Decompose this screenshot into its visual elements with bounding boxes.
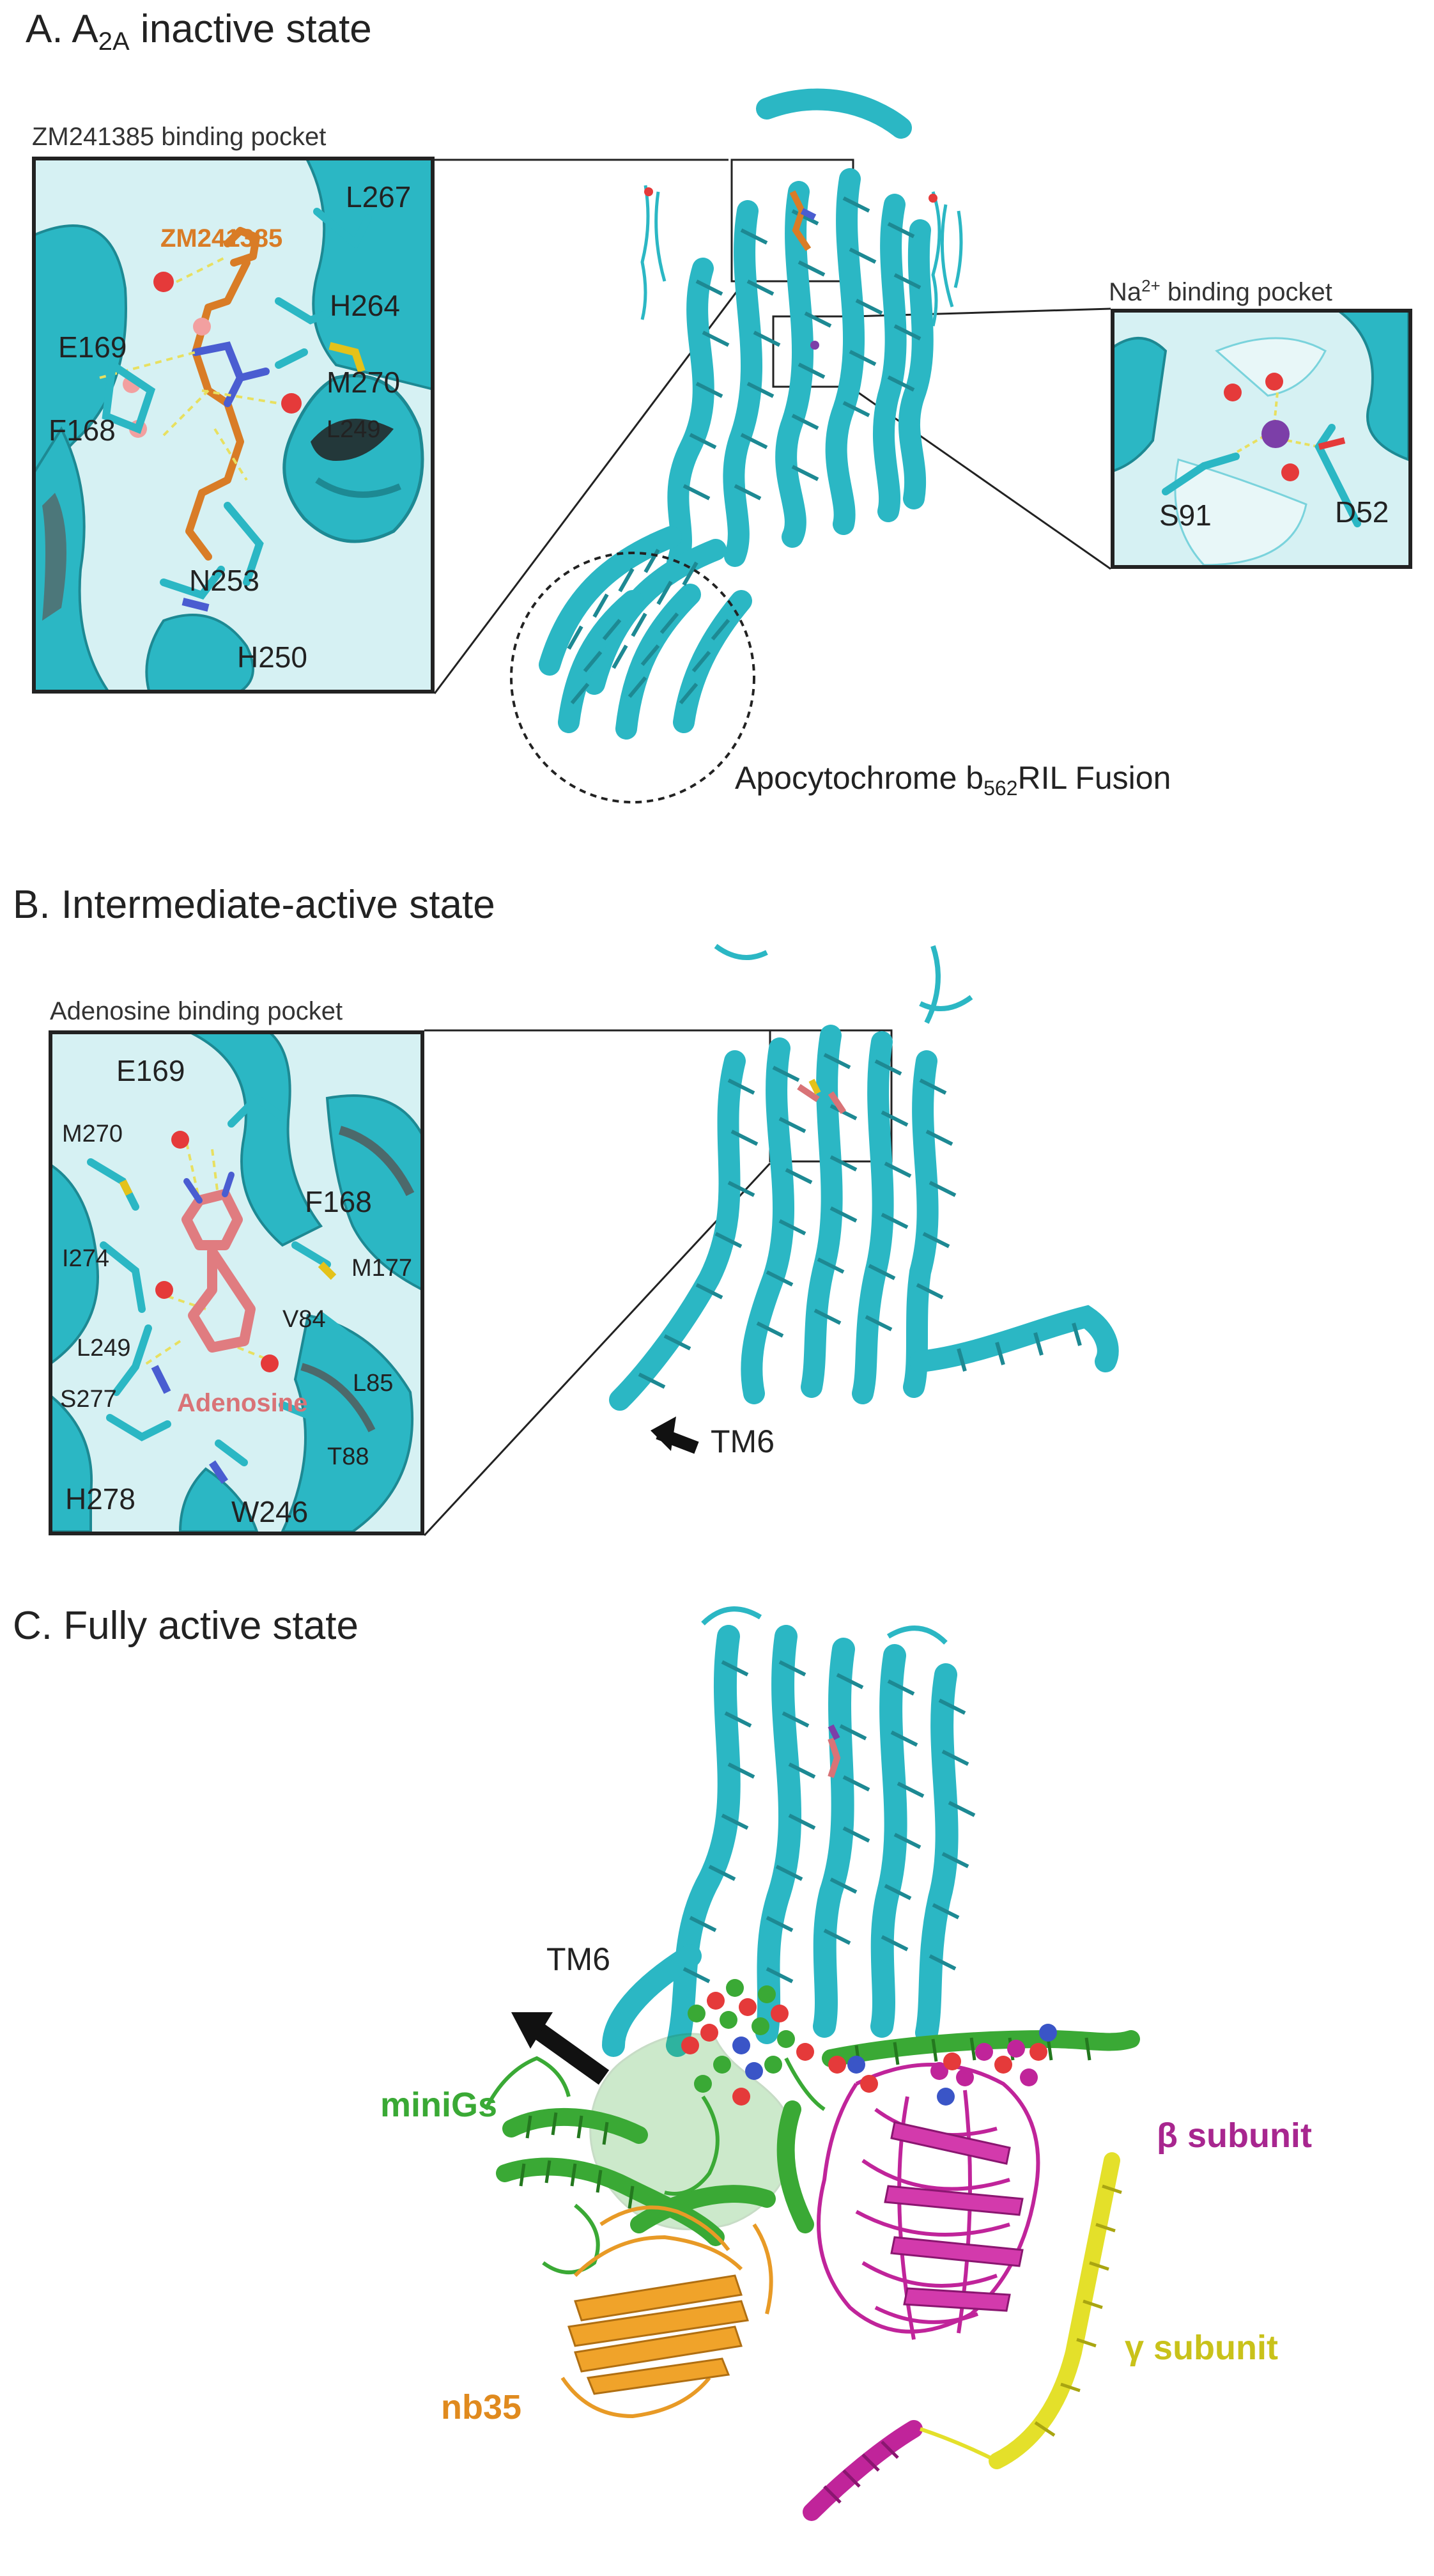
adenosine-label: Adenosine [177, 1389, 308, 1417]
residue-s277: S277 [60, 1386, 117, 1413]
residue-m177: M177 [351, 1255, 413, 1282]
adenosine-pocket-structure [52, 1034, 420, 1532]
panel-c-title: C. Fully active state [13, 1604, 358, 1648]
fusion-label: Apocytochrome b562RIL Fusion [735, 760, 1171, 800]
residue-h264: H264 [330, 289, 400, 322]
zm241385-label: ZM241385 [160, 224, 283, 252]
residue-v84: V84 [282, 1306, 326, 1333]
residue-i274: I274 [62, 1245, 109, 1272]
residue-l249: L249 [77, 1335, 131, 1362]
residue-h278: H278 [65, 1482, 135, 1516]
residue-m270: M270 [62, 1121, 123, 1147]
zm-pocket-title: ZM241385 binding pocket [32, 123, 327, 151]
minigs-label: miniGs [380, 2086, 498, 2124]
residue-l249: L249 [327, 416, 381, 443]
panel-a-title: A. A2A inactive state [26, 7, 372, 56]
adenosine-binding-pocket-inset: E169 M270 F168 I274 M177 V84 L249 L85 S2… [49, 1030, 424, 1535]
residue-h250: H250 [237, 640, 307, 674]
residue-n253: N253 [189, 564, 259, 597]
residue-f168: F168 [49, 414, 116, 447]
beta-subunit-label: β subunit [1157, 2116, 1312, 2155]
panel-c-tm6-label: TM6 [546, 1941, 610, 1977]
residue-l85: L85 [353, 1370, 394, 1397]
panel-b-tm6-label: TM6 [711, 1424, 775, 1459]
na-pocket-structure [1114, 313, 1408, 565]
panel-b-title: B. Intermediate-active state [13, 883, 495, 927]
interface-atoms [681, 1979, 1057, 2106]
residue-f168: F168 [305, 1185, 372, 1218]
zm-pocket-structure [36, 160, 431, 690]
residue-e169: E169 [116, 1054, 185, 1087]
nb35-label: nb35 [441, 2388, 522, 2426]
residue-e169: E169 [58, 330, 127, 364]
residue-t88: T88 [327, 1443, 369, 1470]
residue-d52: D52 [1335, 495, 1389, 529]
residue-s91: S91 [1159, 499, 1212, 532]
panel-a-receptor [433, 88, 1111, 803]
zm-binding-pocket-inset: ZM241385 L267 H264 E169 M270 F168 L249 N… [32, 157, 435, 694]
panel-b-receptor [423, 943, 1119, 1537]
na-binding-pocket-inset: S91 D52 [1111, 309, 1412, 569]
adenosine-pocket-title: Adenosine binding pocket [50, 997, 343, 1025]
na-pocket-title: Na2+ binding pocket [1109, 276, 1332, 306]
gamma-subunit-label: γ subunit [1125, 2329, 1278, 2367]
residue-m270: M270 [327, 366, 401, 399]
residue-l267: L267 [346, 180, 412, 213]
residue-w246: W246 [231, 1495, 309, 1528]
